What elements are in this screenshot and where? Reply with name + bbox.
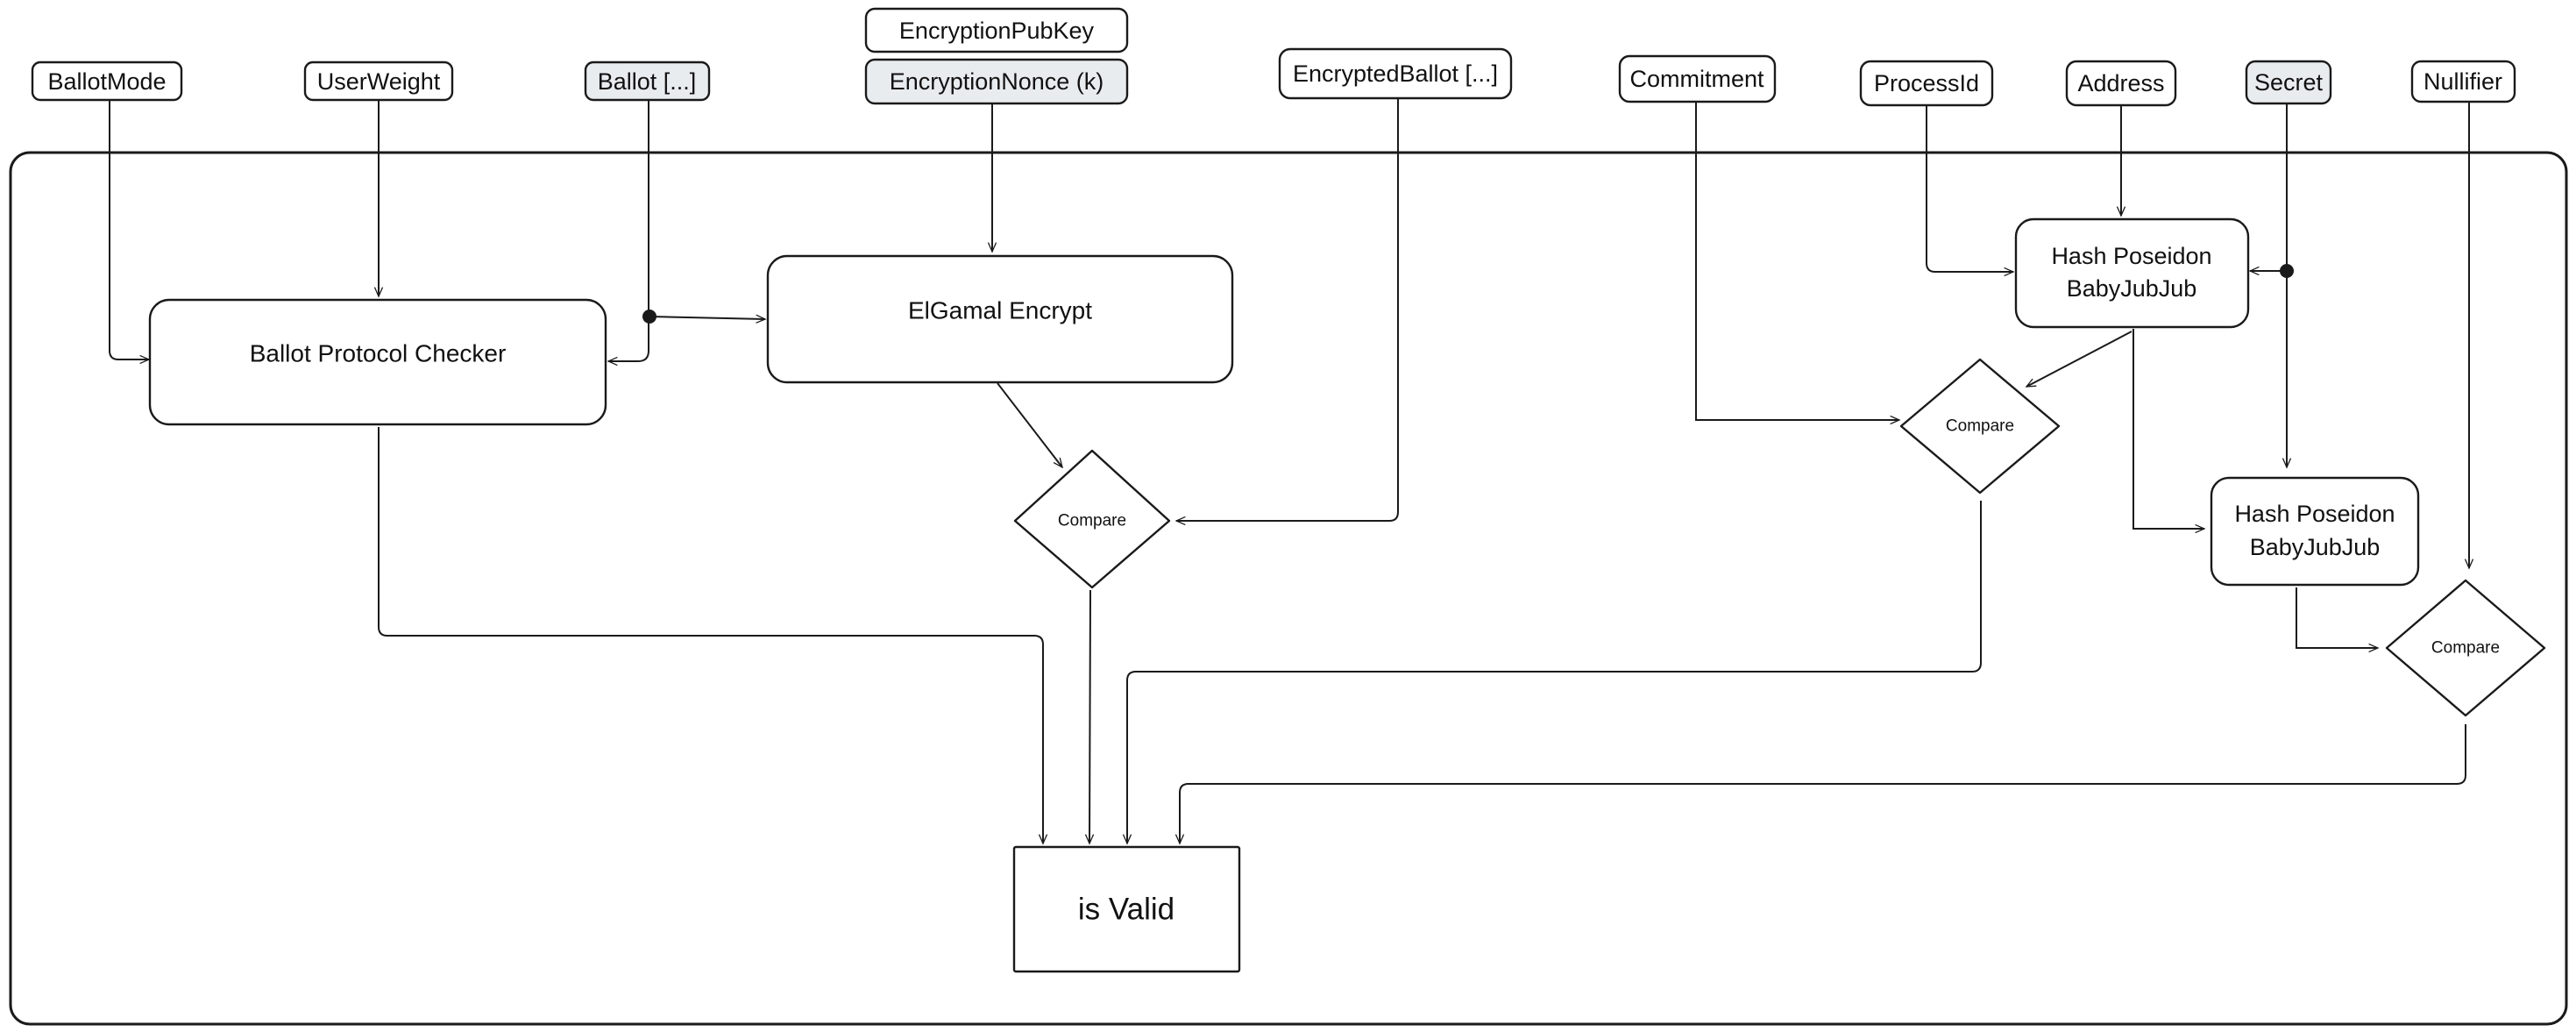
input-secret: Secret [2245, 60, 2332, 105]
ballot-protocol-checker-label: Ballot Protocol Checker [250, 340, 507, 367]
ballot-protocol-checker-block: Ballot Protocol Checker [148, 298, 607, 426]
wire-processid-to-hash [1926, 105, 2013, 272]
input-ballotmode: BallotMode [31, 60, 183, 102]
secret-junction-dot [2280, 264, 2294, 278]
input-address-label: Address [2077, 70, 2164, 96]
compare-ballot-label: Compare [1058, 512, 1126, 530]
connectors [109, 98, 2469, 843]
ballot-junction-dot [642, 310, 656, 324]
input-commitment: Commitment [1618, 54, 1777, 103]
input-ballotmode-label: BallotMode [47, 68, 166, 95]
circuit-boundary [9, 151, 2568, 1026]
hash-poseidon-2-line2: BabyJubJub [2250, 534, 2381, 560]
compare-commitment-label: Compare [1946, 417, 2014, 436]
wire-ballot-to-checker [608, 316, 649, 361]
wire-hash1-to-compare [2026, 331, 2132, 388]
compare-nullifier-label: Compare [2431, 639, 2500, 658]
wire-hash2-to-compare [2296, 587, 2378, 648]
wire-ballotmode-to-checker [109, 100, 149, 359]
input-nullifier-label: Nullifier [2423, 68, 2502, 95]
input-userweight-label: UserWeight [317, 68, 441, 95]
elgamal-encrypt-label: ElGamal Encrypt [908, 297, 1092, 324]
compare-commitment-diamond: Compare [1899, 358, 2061, 495]
hash-poseidon-block-2: Hash Poseidon BabyJubJub [2210, 476, 2420, 587]
wire-ballot-to-elgamal [649, 317, 765, 319]
is-valid-label: is Valid [1078, 893, 1174, 927]
input-userweight: UserWeight [303, 60, 454, 102]
hash-poseidon-2-line1: Hash Poseidon [2234, 501, 2395, 527]
hash-poseidon-block-1: Hash Poseidon BabyJubJub [2014, 217, 2250, 329]
input-ballot: Ballot [...] [584, 60, 711, 102]
input-encryptionnonce-label: EncryptionNonce (k) [890, 68, 1104, 95]
wire-elgamal-to-compare [997, 382, 1062, 467]
input-encryptedballot-label: EncryptedBallot [...] [1293, 60, 1498, 87]
input-encryptedballot: EncryptedBallot [...] [1278, 47, 1513, 100]
wire-checker-to-isvalid [378, 427, 1043, 843]
hash-poseidon-1-line2: BabyJubJub [2067, 275, 2197, 302]
hash-poseidon-1-line1: Hash Poseidon [2051, 243, 2211, 269]
input-secret-label: Secret [2254, 69, 2324, 96]
wire-compare-ballot-to-isvalid [1089, 589, 1090, 843]
wire-commitment-to-compare [1695, 102, 1899, 420]
wire-encryptedballot-to-compare [1176, 98, 1399, 521]
input-processid: ProcessId [1859, 60, 1994, 107]
input-commitment-label: Commitment [1629, 66, 1764, 92]
input-address: Address [2065, 60, 2177, 107]
input-encryptionpubkey-label: EncryptionPubKey [899, 18, 1095, 44]
is-valid-output: is Valid [1012, 845, 1241, 973]
input-nullifier: Nullifier [2410, 60, 2516, 103]
input-ballot-label: Ballot [...] [598, 68, 697, 95]
wire-hash1-to-hash2 [2132, 329, 2204, 529]
input-encryptionnonce: EncryptionNonce (k) [864, 58, 1129, 105]
input-encryptionpubkey: EncryptionPubKey [864, 7, 1129, 53]
compare-nullifier-diamond: Compare [2385, 579, 2546, 717]
compare-ballot-diamond: Compare [1013, 449, 1171, 589]
wire-compare-commitment-to-isvalid [1127, 501, 1982, 843]
elgamal-encrypt-block: ElGamal Encrypt [766, 254, 1234, 384]
input-processid-label: ProcessId [1874, 70, 1979, 96]
wire-compare-nullifier-to-isvalid [1180, 724, 2466, 843]
